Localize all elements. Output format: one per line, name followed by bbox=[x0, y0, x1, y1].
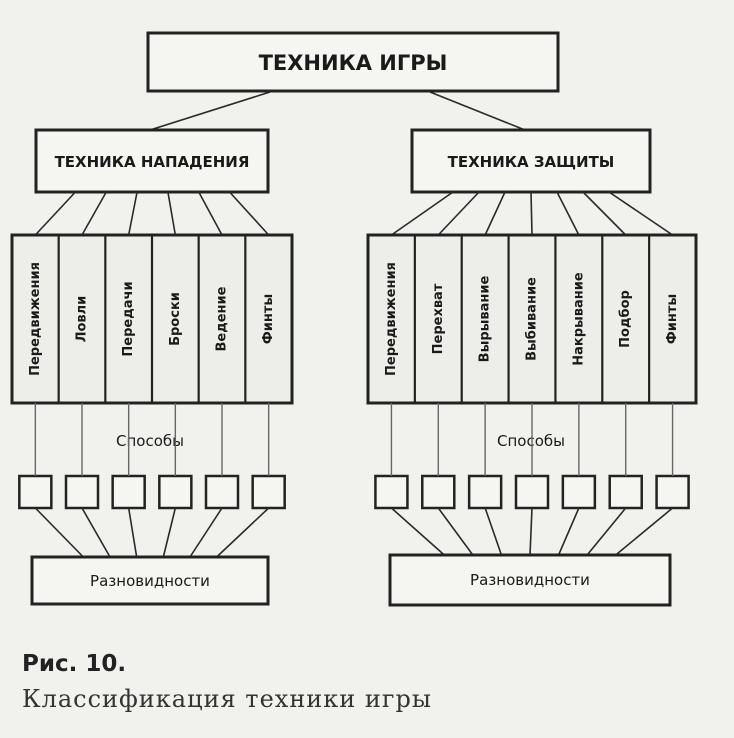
defense-method-box bbox=[374, 474, 409, 510]
attack-item-label: Передвижения bbox=[28, 262, 43, 376]
defense-fan-line bbox=[556, 191, 580, 236]
attack-fan-lines bbox=[34, 191, 270, 236]
defense-method-box bbox=[655, 474, 690, 510]
connector-title-defense bbox=[429, 91, 526, 131]
attack-method-box bbox=[64, 474, 100, 510]
attack-method-box bbox=[204, 474, 240, 510]
defense-fan-line bbox=[390, 191, 454, 236]
defense-method-boxes bbox=[374, 474, 690, 510]
defense-varieties-label: Разновидности bbox=[470, 571, 590, 589]
defense-lower-lines bbox=[390, 403, 674, 556]
defense-variety-link bbox=[390, 507, 445, 556]
attack-variety-link bbox=[127, 507, 138, 558]
defense-item-label: Выбивание bbox=[525, 277, 540, 361]
defense-items: Передвижения Перехват Вырывание Выбивание На… bbox=[384, 235, 680, 403]
technique-classification-diagram: ТЕХНИКА ИГРЫ ТЕХНИКА НАПАДЕНИЯ Передвиже… bbox=[10, 31, 698, 607]
attack-variety-link bbox=[162, 507, 177, 558]
attack-method-boxes bbox=[18, 474, 286, 510]
attack-varieties-label: Разновидности bbox=[90, 572, 210, 590]
defense-fan-line bbox=[608, 191, 674, 236]
defense-item-label: Вырывание bbox=[478, 276, 493, 363]
figure-number: Рис. 10. bbox=[22, 651, 127, 677]
defense-item-label: Подбор bbox=[618, 290, 633, 348]
defense-methods-label: Способы bbox=[497, 432, 565, 450]
title-connectors bbox=[149, 91, 526, 131]
attack-heading-box bbox=[34, 128, 270, 194]
attack-method-box bbox=[158, 474, 193, 510]
defense-method-box bbox=[467, 474, 503, 510]
defense-heading: ТЕХНИКА ЗАЩИТЫ bbox=[448, 153, 615, 171]
title-box: ТЕХНИКА ИГРЫ bbox=[146, 31, 560, 93]
connector-title-attack bbox=[149, 91, 271, 131]
figure-caption: Рис. 10. Классификация техники игры bbox=[22, 650, 432, 714]
attack-methods-label: Способы bbox=[116, 432, 184, 450]
attack-variety-link bbox=[216, 507, 270, 558]
defense-variety-link bbox=[437, 507, 474, 556]
figure-title: Классификация техники игры bbox=[22, 685, 432, 713]
defense-item-label: Перехват bbox=[431, 283, 446, 354]
defense-fan-lines bbox=[390, 191, 674, 236]
defense-item-label: Финты bbox=[665, 294, 680, 344]
defense-fan-line bbox=[437, 191, 480, 236]
attack-method-box bbox=[18, 474, 53, 510]
attack-heading: ТЕХНИКА НАПАДЕНИЯ bbox=[55, 153, 250, 171]
defense-variety-link bbox=[557, 507, 580, 556]
title-frame bbox=[146, 31, 560, 93]
attack-fan-line bbox=[198, 191, 223, 236]
defense-branch: ТЕХНИКА ЗАЩИТЫ Передвижения Перехват Вырыв… bbox=[366, 128, 698, 607]
defense-fan-line bbox=[484, 191, 506, 236]
attack-fan-line bbox=[81, 191, 107, 236]
defense-heading-box bbox=[410, 128, 652, 194]
attack-fan-line bbox=[127, 191, 138, 236]
attack-variety-link bbox=[34, 507, 84, 558]
defense-fan-line bbox=[530, 191, 533, 236]
attack-item-label: Финты bbox=[261, 294, 276, 344]
attack-variety-link bbox=[81, 507, 111, 558]
defense-method-box bbox=[514, 474, 550, 510]
attack-method-box bbox=[251, 474, 286, 510]
defense-method-box bbox=[421, 474, 456, 510]
defense-varieties-box bbox=[388, 553, 672, 607]
attack-item-label: Передачи bbox=[121, 281, 136, 356]
defense-method-box bbox=[561, 474, 597, 510]
defense-variety-link bbox=[586, 507, 627, 556]
attack-method-box bbox=[111, 474, 146, 510]
title-text: ТЕХНИКА ИГРЫ bbox=[259, 51, 448, 75]
attack-item-label: Броски bbox=[168, 292, 183, 346]
attack-item-label: Ловли bbox=[75, 296, 90, 343]
attack-variety-link bbox=[189, 507, 223, 558]
defense-variety-link bbox=[529, 507, 533, 556]
defense-item-label: Накрывание bbox=[571, 272, 586, 366]
attack-item-label: Ведение bbox=[215, 286, 230, 351]
attack-fan-line bbox=[34, 191, 77, 236]
defense-fan-line bbox=[582, 191, 627, 236]
attack-varieties-box bbox=[30, 555, 270, 606]
attack-fan-line bbox=[228, 191, 270, 236]
attack-lower-lines bbox=[34, 403, 270, 558]
defense-item-label: Передвижения bbox=[384, 262, 399, 376]
defense-variety-link bbox=[615, 507, 674, 556]
defense-variety-link bbox=[484, 507, 503, 556]
attack-items: Передвижения Ловли Передачи Броски Ведение Фи… bbox=[28, 235, 276, 403]
attack-fan-line bbox=[167, 191, 177, 236]
defense-items-panel bbox=[366, 233, 698, 405]
defense-method-box bbox=[608, 474, 643, 510]
